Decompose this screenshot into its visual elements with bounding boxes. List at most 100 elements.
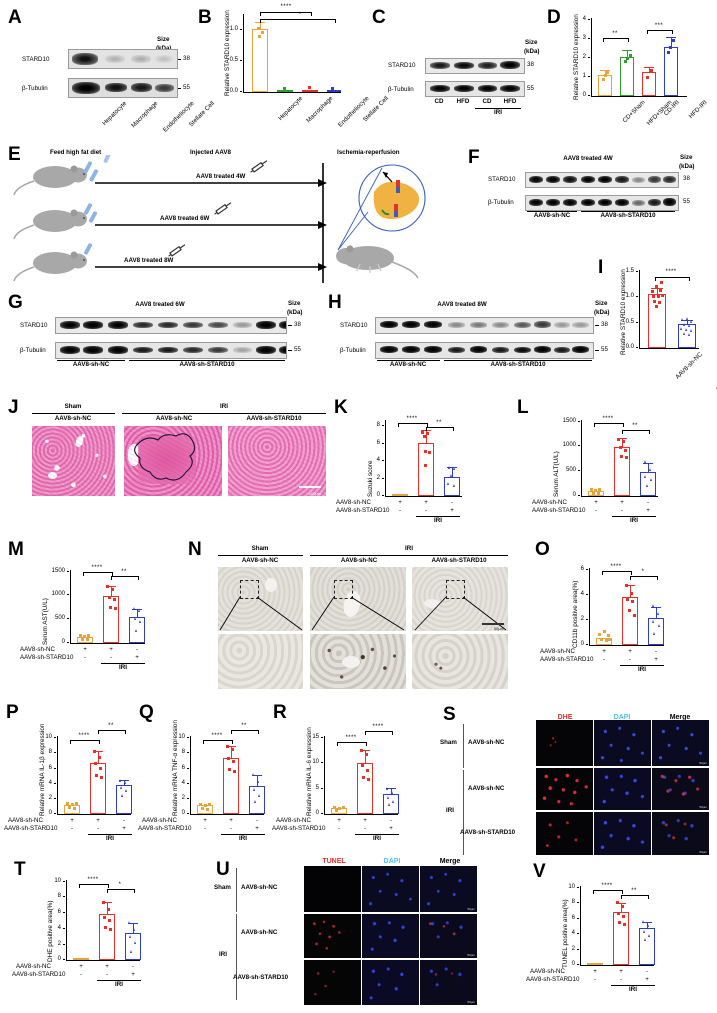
panelQ-bar-2: [249, 785, 265, 814]
panelR-sigbracket-0: [337, 742, 367, 746]
panelA-size-38: 38: [183, 55, 190, 62]
panelP-sig-1: **: [108, 723, 114, 729]
panelD-point: [669, 46, 672, 49]
panelL-group-label: IRI: [630, 517, 638, 524]
panelA-size-header: Size: [157, 36, 170, 43]
panelH-group-sh: AAV8-sh-STARD10: [490, 361, 546, 368]
panelO-yaxis: [589, 568, 590, 645]
panelO-sh-1: -: [628, 656, 632, 663]
panelR-bar-2: [383, 794, 399, 814]
panelI-ytick-2: 1.0: [625, 292, 634, 299]
panelT-point: [130, 950, 132, 953]
panelV-sig-0: ****: [601, 883, 613, 889]
panelB-bar-3: [327, 90, 341, 92]
panelI-point: [683, 323, 685, 326]
panelA-row-tubulin: β-Tubulin: [22, 85, 48, 92]
panelV-ytick-0: 0: [571, 960, 575, 967]
panelB-point: [257, 27, 260, 30]
panelO-point: [630, 592, 633, 595]
panelB-ytick-1: 0.5: [229, 56, 238, 63]
panelK-sig-1: **: [436, 420, 442, 426]
panelT-bar-1: [99, 914, 115, 960]
panelV-bar-0: [587, 963, 603, 965]
panelR-point: [361, 764, 364, 767]
panelG-group-line-sh: [129, 360, 285, 361]
panelV-sh-1: -: [619, 976, 623, 983]
panelK-point: [421, 431, 424, 434]
panelV-sig-1: **: [631, 888, 637, 894]
panelQ-point: [227, 757, 230, 760]
panelK-point: [428, 451, 431, 454]
panelQ-point: [253, 788, 255, 791]
panelS-divider-iri: [463, 770, 464, 855]
panelS-img-iri-nc-dhe: [536, 768, 593, 810]
panelT-sig-1: *: [118, 882, 122, 888]
panelI-xtick-0: AAV8-sh-NC: [674, 351, 704, 381]
panelU-img-iri-sh-tunel: [304, 960, 361, 1005]
panelQ-sig-0: ****: [211, 733, 223, 739]
panelL-ytick-1: 500: [565, 466, 576, 473]
panelK-sh-0: -: [398, 507, 402, 514]
panelS-img-iri-nc-dapi: [594, 768, 651, 810]
panelR-sig-1: ****: [372, 724, 384, 730]
panelJ-scalebar: [299, 486, 321, 488]
panelT-rowlabel-nc: AAV8-sh-NC: [16, 963, 51, 970]
panelL-nc-2: -: [646, 499, 650, 506]
panelM-bar-2: [129, 617, 145, 643]
panelO-ytick-2: 4: [580, 590, 584, 597]
panelI-point: [659, 289, 662, 292]
panelV-bar-2: [639, 928, 655, 965]
panel-J-label: J: [8, 397, 19, 418]
panelU-row-1: AAV8-sh-NC: [241, 929, 278, 936]
panelE-arrow-label-0: AAV8 treated 4W: [196, 173, 246, 180]
panelC-lane-1: HFD: [456, 98, 470, 105]
panelE-arrow-label-2: AAV8 treated 8W: [124, 257, 174, 264]
panelD-bar-0: [598, 74, 612, 96]
panelI-point: [690, 320, 692, 323]
panelH-group-line-nc: [377, 360, 440, 361]
panelP-ytick-1: 2: [48, 794, 52, 801]
panelK-rowlabel-sh: AAV8-sh-STARD10: [336, 507, 390, 514]
panelM-point: [106, 585, 109, 588]
panelS-img-iri-sh-dhe: [536, 812, 593, 855]
panelC-lane-3: HFD: [503, 98, 517, 105]
panelR-point: [360, 749, 363, 752]
panelI-ytick-1: 0.5: [625, 318, 634, 325]
panelP-nc-0: +: [70, 817, 74, 824]
panelB-sigbracket-0: [260, 12, 312, 16]
panelK-xaxis: [385, 495, 462, 497]
panelI-sig-0: ****: [665, 269, 677, 275]
panelU-row-0: AAV8-sh-NC: [241, 884, 278, 891]
panelP-point: [98, 756, 101, 759]
panelV-sh-0: -: [593, 976, 597, 983]
panelS-img-sham-dapi: [594, 720, 651, 766]
panelM-nc-2: -: [135, 646, 139, 653]
panelR-point: [386, 787, 388, 790]
panelV-ytick-1: 2: [571, 945, 575, 952]
panel-O-label: O: [535, 539, 550, 560]
panelP-point: [121, 794, 123, 797]
panelQ-ytick-0: 0: [181, 809, 185, 816]
panelU-img-iri-sh-dapi: [362, 960, 419, 1005]
panelB-bar-1: [277, 90, 293, 92]
panelD-xaxis: [591, 95, 687, 97]
panelP-ytick-2: 4: [48, 779, 52, 786]
panelT-sh-2: +: [131, 971, 135, 978]
panelO-xaxis: [589, 644, 664, 646]
panelO-sigbracket-0: [602, 571, 632, 575]
panelI-ytick-3: 1.5: [625, 267, 634, 274]
panel-P-label: P: [6, 702, 19, 723]
panelU-col-merge: Merge: [439, 858, 461, 865]
panelO-sh-2: +: [654, 656, 658, 663]
panelQ-point: [231, 748, 234, 751]
panelO-point: [631, 600, 634, 603]
panelV-point: [644, 938, 646, 941]
panelP-nc-2: -: [122, 817, 126, 824]
panel-S-label: S: [443, 704, 456, 725]
panelT-ytick-4: 8: [57, 892, 61, 899]
panelJ-header-iri: IRI: [220, 403, 228, 410]
panelQ-rowlabel-sh: AAV8-sh-STARD10: [138, 825, 192, 832]
panelV-point: [622, 915, 625, 918]
panelK-point: [453, 484, 455, 487]
panelP-point: [120, 786, 122, 789]
